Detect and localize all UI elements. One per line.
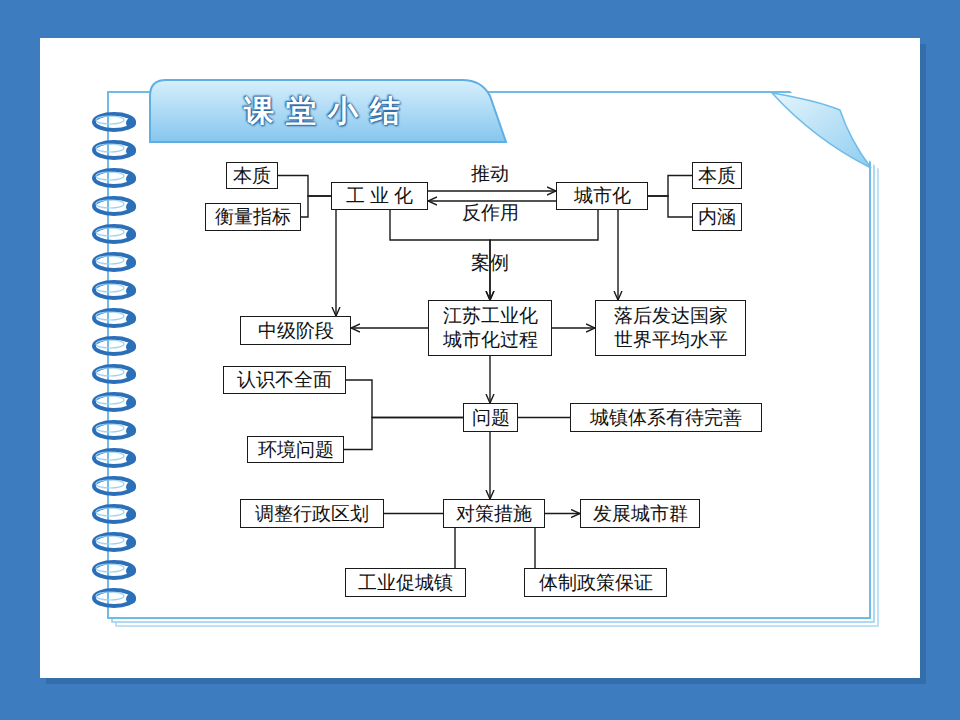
connector-arrow	[428, 200, 556, 201]
spiral-ring	[94, 142, 136, 158]
connector-arrow	[351, 327, 428, 328]
box-text: 落后发达国家 世界平均水平	[600, 304, 741, 352]
box-text: 中级阶段	[258, 319, 334, 343]
spiral-ring	[94, 226, 136, 242]
edge-label: 推动	[469, 161, 511, 187]
spiral-ring	[94, 366, 136, 382]
box-text: 工业促城镇	[358, 571, 453, 595]
connector-line	[648, 196, 692, 217]
concept-box: 落后发达国家 世界平均水平	[595, 300, 746, 356]
box-text: 对策措施	[456, 502, 532, 526]
spiral-ring	[94, 198, 136, 214]
connector-line	[454, 528, 455, 568]
box-text: 本质	[698, 164, 736, 188]
spiral-ring	[94, 394, 136, 410]
connector-arrow	[552, 327, 595, 328]
slide-title: 课堂小结	[150, 80, 505, 142]
spiral-ring	[94, 254, 136, 270]
spiral-ring	[94, 534, 136, 550]
box-text: 衡量指标	[215, 205, 291, 229]
connector-arrow	[428, 190, 556, 191]
connector-line	[301, 196, 331, 217]
connector-arrow	[489, 356, 490, 403]
spiral-binding	[94, 114, 136, 606]
concept-box: 对策措施	[443, 499, 545, 528]
concept-box: 城市化	[556, 182, 648, 210]
box-text: 城市化	[574, 184, 631, 208]
connector-line	[344, 418, 463, 450]
concept-box: 认识不全面	[223, 366, 346, 394]
concept-box: 城镇体系有待完善	[570, 403, 762, 432]
box-text: 体制政策保证	[539, 571, 653, 595]
concept-box: 问题	[463, 403, 518, 432]
concept-box: 内涵	[692, 203, 742, 231]
concept-box: 发展城市群	[580, 499, 700, 528]
box-text: 本质	[233, 164, 271, 188]
spiral-ring	[94, 422, 136, 438]
connector-arrow	[617, 210, 618, 300]
title-tab	[150, 80, 506, 142]
connector-arrow	[490, 210, 598, 300]
concept-box: 调整行政区划	[240, 499, 384, 528]
outer-page	[40, 38, 920, 678]
edge-label: 反作用	[460, 200, 521, 226]
box-text: 环境问题	[258, 438, 334, 462]
concept-box: 本质	[226, 162, 278, 189]
edge-label: 案例	[469, 250, 511, 276]
spiral-ring	[94, 282, 136, 298]
connector-arrow	[545, 513, 580, 514]
connector-line	[534, 528, 535, 568]
concept-box: 衡量指标	[205, 203, 301, 231]
concept-box: 江苏工业化 城市化过程	[428, 300, 552, 356]
spiral-ring	[94, 310, 136, 326]
connector-arrow	[390, 210, 490, 300]
spiral-ring	[94, 506, 136, 522]
concept-box: 体制政策保证	[524, 568, 667, 597]
inner-page	[108, 92, 870, 618]
spiral-ring	[94, 114, 136, 130]
connector-arrow	[489, 432, 490, 499]
connector-arrow	[335, 210, 336, 316]
page-curl	[772, 93, 871, 168]
connector-line	[384, 513, 443, 514]
spiral-ring	[94, 562, 136, 578]
spiral-ring	[94, 450, 136, 466]
box-text: 城镇体系有待完善	[590, 406, 742, 430]
concept-box: 本质	[692, 162, 742, 189]
box-text: 调整行政区划	[255, 502, 369, 526]
concept-box: 工 业 化	[331, 182, 428, 210]
concept-box: 环境问题	[247, 436, 344, 463]
box-text: 工 业 化	[346, 184, 413, 208]
box-text: 问题	[472, 406, 510, 430]
page-shadow	[46, 44, 926, 684]
connector-line	[346, 380, 463, 418]
box-text: 内涵	[698, 205, 736, 229]
spiral-ring	[94, 338, 136, 354]
box-text: 发展城市群	[593, 502, 688, 526]
box-text: 江苏工业化 城市化过程	[433, 304, 547, 352]
box-text: 认识不全面	[237, 368, 332, 392]
connector-line	[278, 176, 331, 197]
spiral-ring	[94, 590, 136, 606]
concept-box: 中级阶段	[240, 316, 351, 345]
concept-box: 工业促城镇	[345, 568, 466, 597]
spiral-ring	[94, 170, 136, 186]
spiral-ring	[94, 478, 136, 494]
connector-line	[648, 176, 692, 197]
connector-line	[518, 417, 570, 418]
